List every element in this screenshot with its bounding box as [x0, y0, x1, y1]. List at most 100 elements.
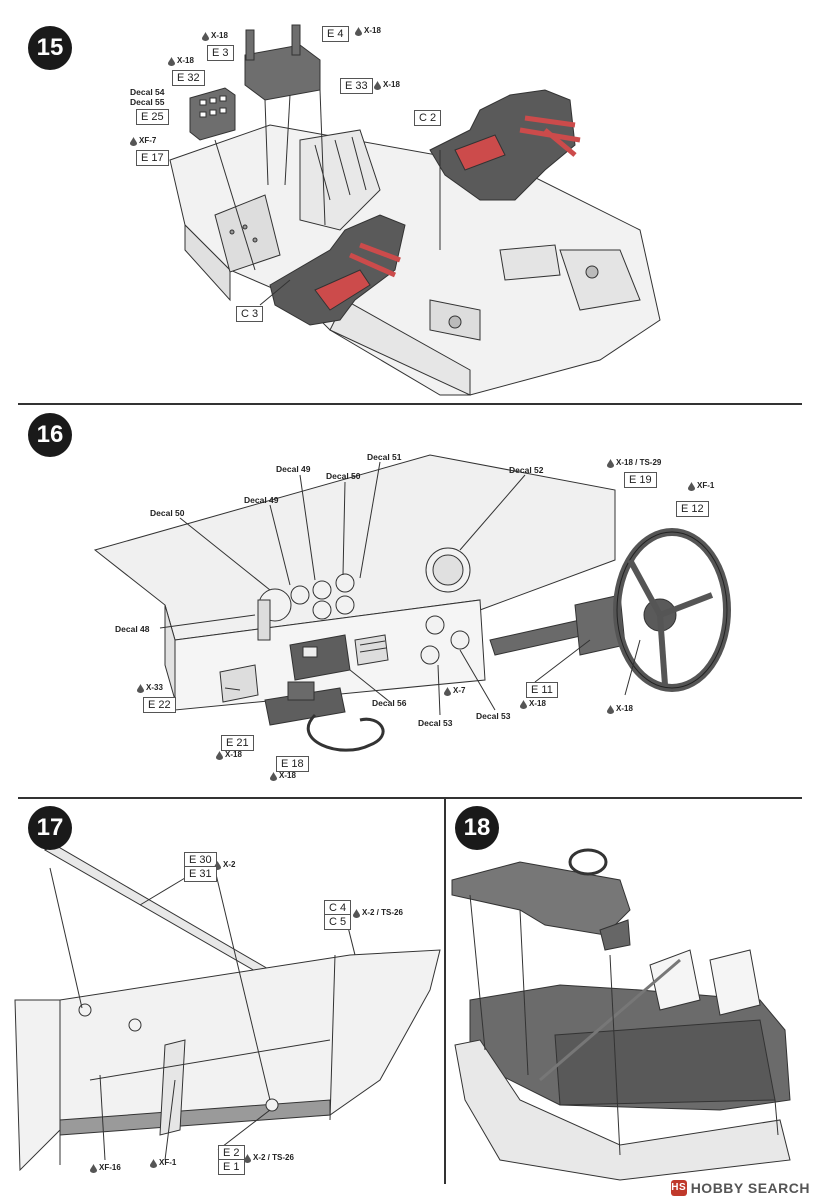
paint-callout: X-18	[520, 699, 546, 709]
paint-callout: X-18 / TS-29	[607, 458, 661, 468]
step-number-18: 18	[455, 806, 499, 850]
part-label-c3: C 3	[236, 306, 264, 322]
decal-label-50-left: Decal 50	[150, 508, 185, 518]
paint-callout: XF-7	[130, 136, 156, 146]
part-label-e30: E 30	[184, 852, 217, 868]
paint-drop-icon	[607, 458, 614, 468]
part-label-e18: E 18	[276, 756, 309, 772]
paint-drop-icon	[270, 771, 277, 781]
paint-code: XF-1	[697, 481, 715, 490]
paint-callout: X-2	[214, 860, 235, 870]
paint-code: X-18	[616, 704, 633, 713]
paint-drop-icon	[137, 683, 144, 693]
decal-label-55: Decal 55	[130, 97, 165, 107]
paint-code: XF-7	[139, 136, 157, 145]
paint-code: X-2 / TS-26	[253, 1153, 294, 1162]
paint-drop-icon	[90, 1163, 97, 1173]
part-label-e22: E 22	[143, 697, 176, 713]
paint-drop-icon	[355, 26, 362, 36]
paint-callout: X-18	[355, 26, 381, 36]
paint-drop-icon	[607, 704, 614, 714]
paint-callout: X-18	[216, 750, 242, 760]
decal-label-50-top: Decal 50	[326, 471, 361, 481]
paint-code: X-18	[529, 699, 546, 708]
paint-code: X-18	[364, 26, 381, 35]
decal-label-52: Decal 52	[509, 465, 544, 475]
decal-label-51: Decal 51	[367, 452, 402, 462]
part-label-e11: E 11	[526, 682, 558, 698]
paint-callout: X-2 / TS-26	[353, 908, 403, 918]
part-label-e33: E 33	[340, 78, 373, 94]
paint-drop-icon	[202, 31, 209, 41]
paint-callout: X-18	[202, 31, 228, 41]
paint-code: X-18	[279, 771, 296, 780]
paint-callout: X-18	[607, 704, 633, 714]
part-label-e3: E 3	[207, 45, 234, 61]
part-label-e31: E 31	[184, 866, 217, 882]
paint-code: X-18 / TS-29	[616, 458, 662, 467]
part-label-e25: E 25	[136, 109, 169, 125]
paint-callout: XF-16	[90, 1163, 121, 1173]
part-label-c5: C 5	[324, 914, 352, 930]
hobby-search-logo-icon: HS	[670, 1180, 687, 1196]
decal-label-53-left: Decal 53	[418, 718, 453, 728]
paint-code: X-18	[225, 750, 242, 759]
step-number-16: 16	[28, 413, 72, 457]
part-label-e17: E 17	[136, 150, 169, 166]
paint-code: X-2 / TS-26	[362, 908, 403, 917]
paint-callout: X-18	[168, 56, 194, 66]
paint-code: X-2	[223, 860, 236, 869]
paint-drop-icon	[216, 750, 223, 760]
paint-callout: X-18	[374, 80, 400, 90]
part-label-e4: E 4	[322, 26, 349, 42]
paint-drop-icon	[168, 56, 175, 66]
step-number-15: 15	[28, 26, 72, 70]
part-label-e12: E 12	[676, 501, 709, 517]
step15-floor-pan	[169, 24, 661, 396]
paint-callout: X-18	[270, 771, 296, 781]
part-label-e21: E 21	[221, 735, 254, 751]
paint-callout: XF-1	[150, 1158, 176, 1168]
paint-code: XF-1	[159, 1158, 177, 1167]
paint-code: X-33	[146, 683, 163, 692]
part-label-c4: C 4	[324, 900, 352, 916]
paint-code: X-7	[453, 686, 466, 695]
step18-interior	[451, 848, 791, 1181]
paint-drop-icon	[244, 1153, 251, 1163]
step16-dashboard	[93, 454, 731, 752]
decal-label-56: Decal 56	[372, 698, 407, 708]
watermark-text: HOBBY SEARCH	[690, 1180, 810, 1196]
decal-label-48: Decal 48	[115, 624, 150, 634]
paint-code: X-18	[383, 80, 400, 89]
step17-door	[14, 844, 441, 1172]
step-number-17: 17	[28, 806, 72, 850]
divider-15-16	[18, 403, 802, 405]
paint-code: XF-16	[99, 1163, 121, 1172]
watermark: HS HOBBY SEARCH	[670, 1180, 810, 1196]
divider-16-17	[18, 797, 802, 799]
decal-label-49-left: Decal 49	[244, 495, 279, 505]
part-label-e1: E 1	[218, 1159, 245, 1175]
part-label-e19: E 19	[624, 472, 657, 488]
paint-callout: XF-1	[688, 481, 714, 491]
decal-label-54: Decal 54	[130, 87, 165, 97]
decal-label-49-top: Decal 49	[276, 464, 311, 474]
paint-code: X-18	[177, 56, 194, 65]
paint-drop-icon	[444, 686, 451, 696]
paint-drop-icon	[130, 136, 137, 146]
paint-drop-icon	[688, 481, 695, 491]
paint-drop-icon	[520, 699, 527, 709]
paint-callout: X-33	[137, 683, 163, 693]
paint-code: X-18	[211, 31, 228, 40]
paint-callout: X-2 / TS-26	[244, 1153, 294, 1163]
paint-drop-icon	[150, 1158, 157, 1168]
paint-drop-icon	[353, 908, 360, 918]
paint-callout: X-7	[444, 686, 465, 696]
part-label-c2: C 2	[414, 110, 442, 126]
paint-drop-icon	[374, 80, 381, 90]
divider-17-18	[444, 799, 446, 1184]
part-label-e32: E 32	[172, 70, 205, 86]
decal-label-53-right: Decal 53	[476, 711, 511, 721]
